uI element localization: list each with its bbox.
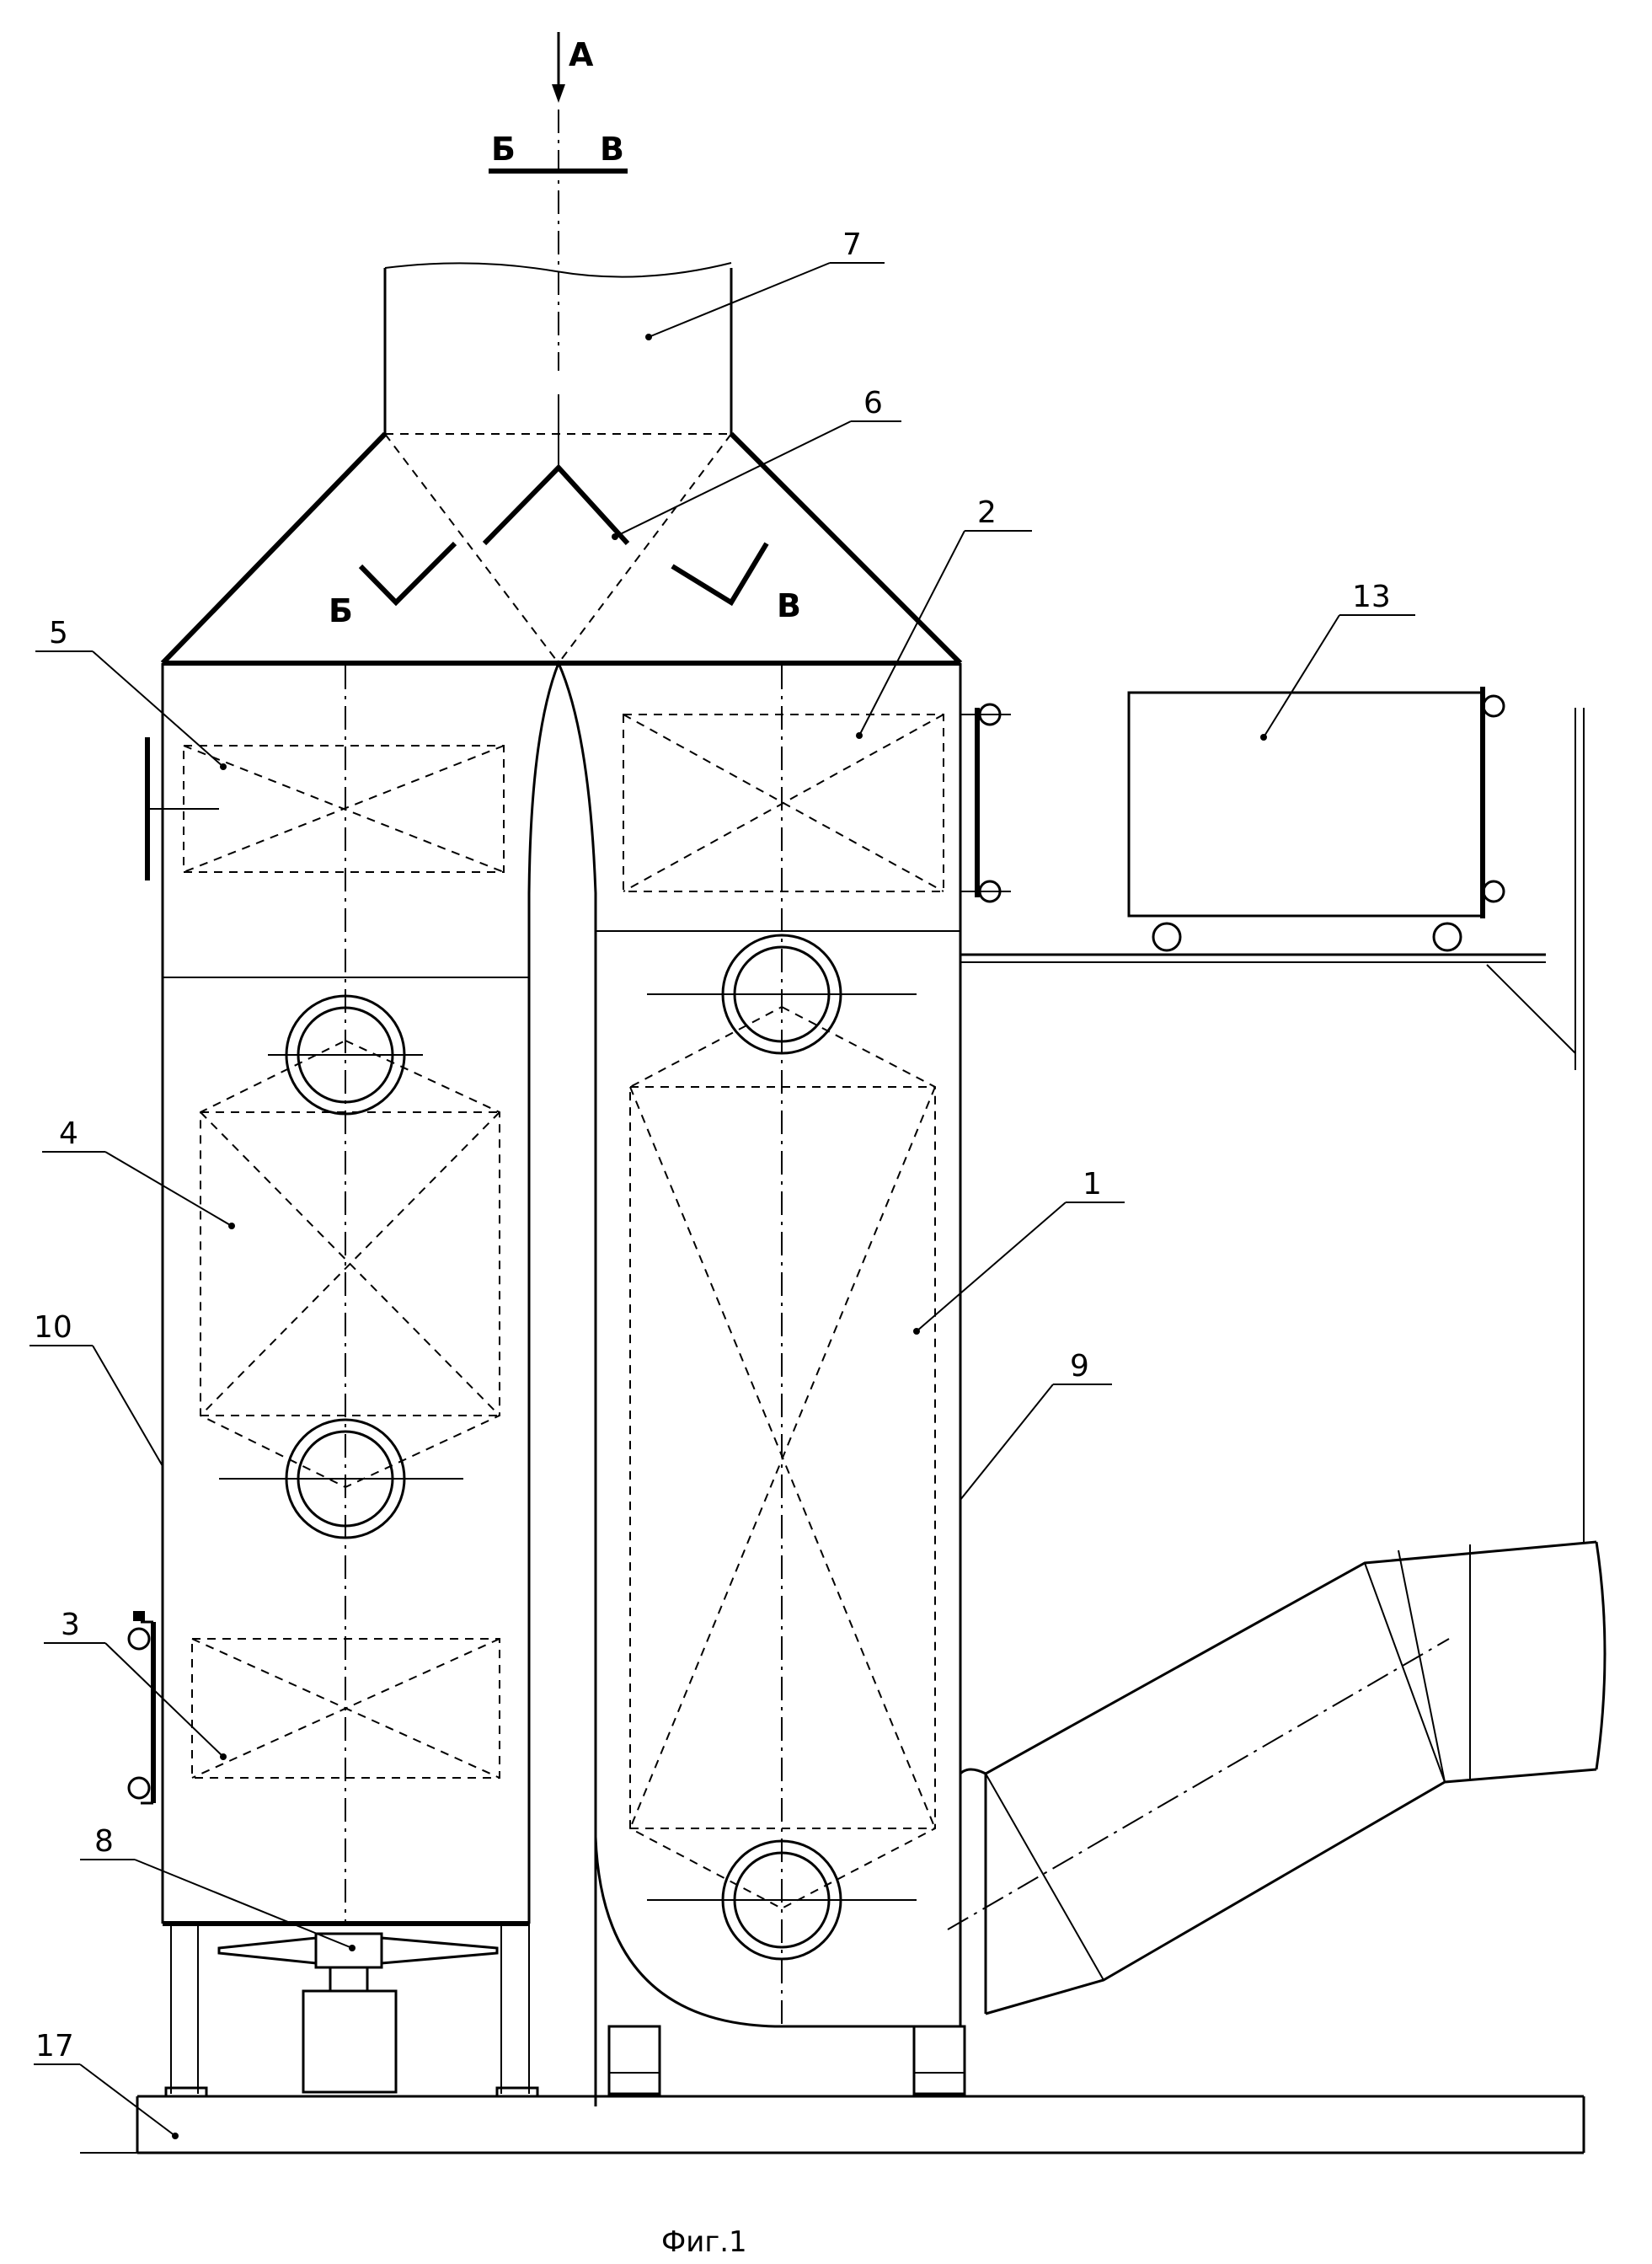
callout-4: 4 [59, 1116, 78, 1151]
callout-10: 10 [34, 1310, 72, 1345]
callout-6: 6 [863, 386, 883, 420]
section-line-top: Б В [489, 110, 628, 371]
section-label-top-left: Б [491, 131, 516, 168]
callout-13: 13 [1352, 580, 1391, 614]
callout-9: 9 [1070, 1349, 1089, 1384]
callout-8: 7 [842, 227, 862, 262]
callout-2: 2 [977, 495, 997, 530]
section-label-top-right: В [600, 131, 624, 168]
fan-drive [166, 1924, 965, 2096]
platform [960, 708, 1584, 1542]
figure-caption: Фиг.1 [661, 2225, 747, 2259]
callout-5: 5 [49, 616, 68, 650]
left-column [129, 663, 960, 1924]
view-arrow-label: А [569, 36, 594, 73]
central-separator [529, 663, 596, 2106]
right-column [596, 663, 1011, 2026]
mobile-unit [1129, 687, 1504, 950]
base-frame [80, 2096, 1584, 2153]
hood-transition: Б В [163, 394, 960, 663]
callout-3: 3 [61, 1608, 80, 1642]
callout-numbers: 7 6 2 13 5 4 1 10 9 3 8 17 [34, 227, 1391, 2063]
inlet-duct [948, 1542, 1605, 2014]
section-label-middle-right: В [777, 587, 801, 624]
callout-1: 1 [1083, 1167, 1102, 1202]
view-arrow-a: А [552, 32, 594, 103]
section-label-middle-left: Б [329, 592, 353, 629]
callout-7: 8 [94, 1824, 114, 1859]
leader-lines [29, 263, 1415, 2139]
callout-17: 17 [35, 2029, 74, 2063]
